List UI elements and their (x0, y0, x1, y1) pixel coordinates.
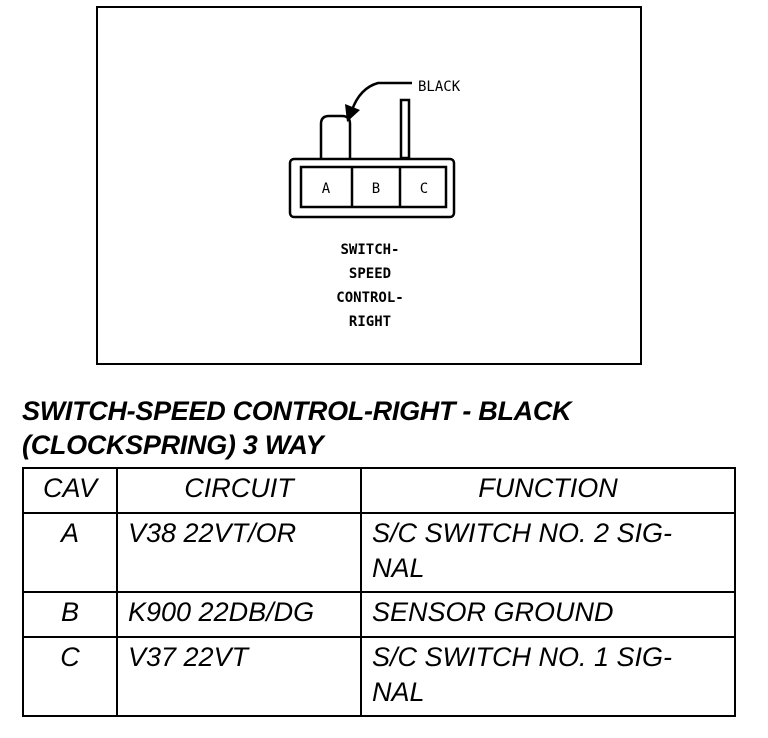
connector-title: SWITCH-SPEED CONTROL-RIGHT - BLACK (CLOC… (22, 396, 572, 460)
connector-diagram: A B C BLACK (288, 79, 461, 219)
table-row: B K900 22DB/DG SENSOR GROUND (22, 591, 736, 638)
circuit-cell: V37 22VT (116, 636, 362, 717)
arrow-head-icon (345, 104, 360, 122)
table-row: A V38 22VT/OR S/C SWITCH NO. 2 SIG- NAL (22, 512, 736, 593)
cav-cell: A (22, 512, 118, 593)
label-leader (350, 81, 412, 111)
connector-face (299, 165, 448, 209)
function-cell: S/C SWITCH NO. 2 SIG- NAL (360, 512, 736, 593)
cav-cell: C (22, 636, 118, 717)
table-header-row: CAV CIRCUIT FUNCTION (22, 467, 736, 514)
header-function: FUNCTION (360, 467, 736, 514)
pin-label: B (372, 181, 380, 197)
circuit-cell: K900 22DB/DG (116, 591, 362, 638)
connector-figure (96, 6, 642, 365)
header-circuit: CIRCUIT (116, 467, 362, 514)
table-row: C V37 22VT S/C SWITCH NO. 1 SIG- NAL (22, 636, 736, 717)
header-cav: CAV (22, 467, 118, 514)
connector-caption: SWITCH- SPEED CONTROL- RIGHT (336, 242, 404, 330)
pinout-table: CAV CIRCUIT FUNCTION A V38 22VT/OR S/C S… (22, 467, 736, 717)
circuit-cell: V38 22VT/OR (116, 512, 362, 593)
function-cell: SENSOR GROUND (360, 591, 736, 638)
pin-label: A (322, 181, 331, 197)
latch-tab (399, 98, 411, 160)
wire-stub (319, 114, 352, 160)
cav-cell: B (22, 591, 118, 638)
wire-color-label: BLACK (418, 79, 461, 95)
function-cell: S/C SWITCH NO. 1 SIG- NAL (360, 636, 736, 717)
pin-label: C (420, 181, 428, 197)
